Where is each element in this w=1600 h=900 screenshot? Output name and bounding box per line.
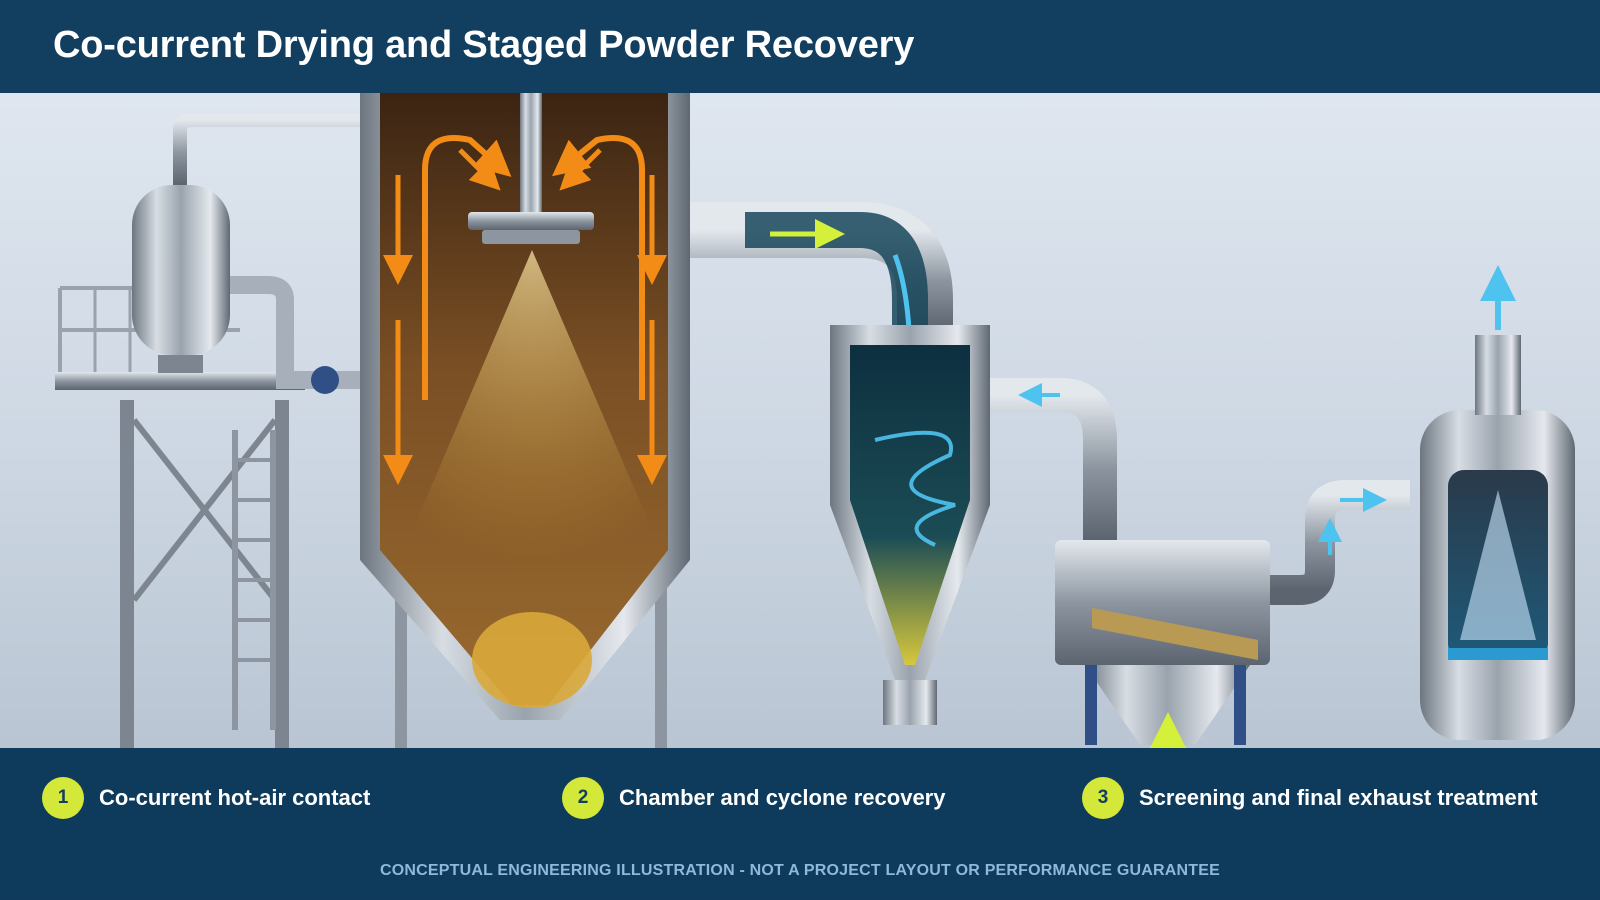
disclaimer-text: CONCEPTUAL ENGINEERING ILLUSTRATION - NO… xyxy=(379,862,1221,879)
header-bar: Co-current Drying and Staged Powder Reco… xyxy=(0,0,1600,93)
wet-scrubber xyxy=(1420,265,1575,740)
step-1: 1 Co-current hot-air contact xyxy=(42,776,370,820)
step-2-label: Chamber and cyclone recovery xyxy=(619,785,946,810)
process-illustration xyxy=(0,93,1600,748)
hot-air-heater xyxy=(55,113,360,748)
cyclone-separator xyxy=(830,325,1117,725)
spray-drying-chamber xyxy=(360,93,690,748)
footer-panel: 1 Co-current hot-air contact 2 Chamber a… xyxy=(0,748,1600,900)
step-1-label: Co-current hot-air contact xyxy=(99,785,371,810)
step-3-badge: 3 xyxy=(1082,777,1124,819)
step-2-badge: 2 xyxy=(562,777,604,819)
step-3: 3 Screening and final exhaust treatment xyxy=(1082,776,1538,820)
vibrating-screen xyxy=(1055,480,1410,748)
step-2: 2 Chamber and cyclone recovery xyxy=(562,776,945,820)
step-3-label: Screening and final exhaust treatment xyxy=(1139,785,1538,810)
transfer-duct xyxy=(690,202,953,400)
page-title: Co-current Drying and Staged Powder Reco… xyxy=(53,24,915,66)
step-1-badge: 1 xyxy=(42,777,84,819)
